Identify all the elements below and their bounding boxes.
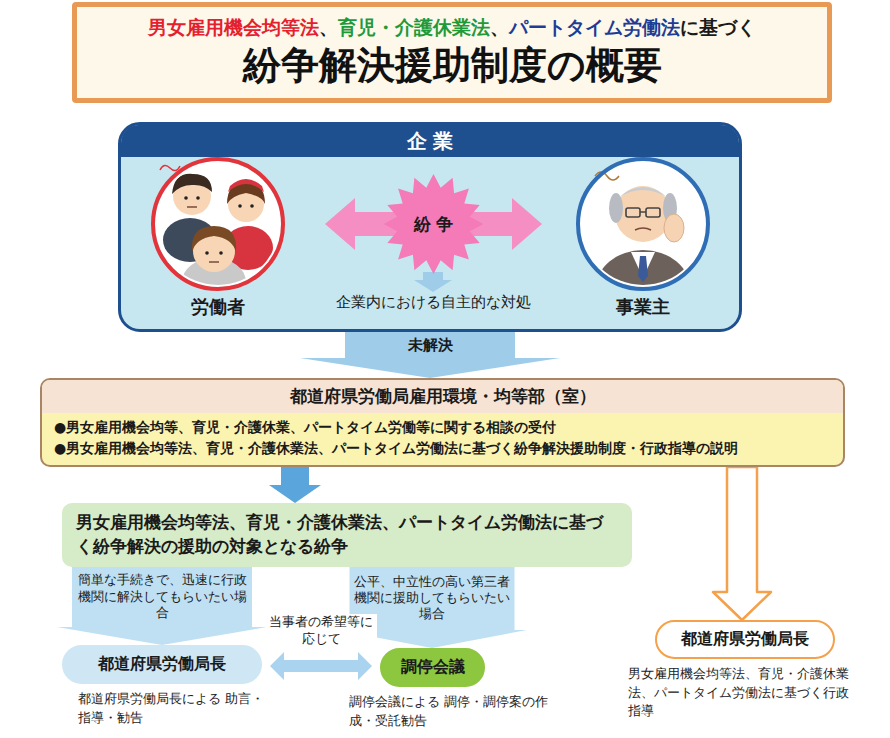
- subtitle-part: 、: [319, 16, 338, 38]
- rounded-box: 調停会議: [380, 648, 485, 687]
- connector-arrow: [57, 567, 267, 645]
- band-header: 企 業: [121, 125, 739, 157]
- band-fill: [119, 123, 741, 331]
- connector-arrow: [269, 467, 321, 503]
- outcome-node: 調停会議調停会議による 調停・調停案の作成・受託勧告: [345, 648, 560, 730]
- burst-shape: [384, 174, 484, 274]
- eye: [219, 251, 223, 255]
- tie: [638, 256, 648, 282]
- mouth: [635, 228, 651, 230]
- subtitle-part: 、: [490, 16, 509, 38]
- rounded-box: 都道府県労働局長: [655, 620, 835, 659]
- bandana: [228, 179, 264, 192]
- box-title: 都道府県労働局長: [663, 629, 827, 650]
- outcome-node: 都道府県労働局長都道府県労働局長による 助言・指導・勧告: [62, 645, 277, 727]
- edge-label: 簡単な手続きで、迅速に行政機関に解決してもらいたい場合: [76, 572, 248, 621]
- bullet-text: ●男女雇用機会均等、育児・介護休業、パートタイム労働等に関する相談の受付: [54, 417, 831, 438]
- circle-fill: [580, 161, 706, 287]
- box-title: 都道府県労働局長: [70, 654, 254, 675]
- man-hair: [172, 174, 212, 194]
- mouth: [209, 261, 219, 263]
- eye: [184, 196, 188, 200]
- glasses-bridge: [640, 211, 646, 213]
- main-title: 紛争解決援助制度の概要: [87, 41, 817, 90]
- employer-face: [615, 186, 671, 242]
- note-label: 企業内における自主的な対処: [300, 293, 566, 313]
- connector-arrow: [713, 467, 771, 620]
- outcome-node: 都道府県労働局長男女雇用機会均等法、育児・介護休業法、パートタイム労働法に基づく…: [628, 620, 860, 721]
- box-title: 調停会議: [388, 657, 477, 678]
- office-title: 都道府県労働局雇用環境・均等部（室）: [50, 385, 835, 408]
- edge-label: 当事者の希望等に応じて: [265, 614, 377, 648]
- office-header: 都道府県労働局雇用環境・均等部（室）: [42, 380, 843, 413]
- title-box: 男女雇用機会均等法、育児・介護休業法、パートタイム労働法に基づく紛争解決援助制度…: [72, 2, 832, 103]
- target-box: 男女雇用機会均等法、育児・介護休業法、パートタイム労働法に基づく紛争解決の援助の…: [62, 503, 632, 567]
- subtitle-line: 男女雇用機会均等法、育児・介護休業法、パートタイム労働法に基づく: [87, 15, 817, 41]
- box-note: 調停会議による 調停・調停案の作成・受託勧告: [345, 693, 560, 731]
- mouth: [187, 206, 197, 208]
- connector-arrow: [300, 332, 560, 378]
- person-label: 事業主: [576, 295, 710, 318]
- box-note: 男女雇用機会均等法、育児・介護休業法、パートタイム労働法に基づく行政指導: [628, 665, 860, 722]
- band-title: 企 業: [121, 125, 739, 157]
- eye: [238, 204, 242, 208]
- office-body: ●男女雇用機会均等、育児・介護休業、パートタイム労働等に関する相談の受付●男女雇…: [42, 413, 843, 465]
- glasses: [626, 208, 640, 217]
- eye: [250, 204, 254, 208]
- subtitle-part: 育児・介護休業法: [338, 16, 490, 38]
- grey-hair: [609, 193, 623, 223]
- subtitle-part: に基づく: [680, 16, 756, 38]
- subtitle-part: 男女雇用機会均等法: [148, 16, 319, 38]
- workers-illustration: [163, 174, 273, 306]
- rounded-box: 都道府県労働局長: [62, 645, 262, 684]
- circle-outline: [576, 157, 710, 291]
- edge-label: 紛 争: [402, 214, 466, 234]
- glasses: [646, 208, 660, 217]
- hand: [664, 214, 684, 242]
- person-circle: 事業主: [576, 157, 710, 318]
- down-arrow: [414, 272, 452, 292]
- eye: [196, 196, 200, 200]
- edge-label: 公平、中立性の高い第三者機関に援助してもらいたい場合: [354, 574, 511, 623]
- circle-outline: [151, 157, 285, 291]
- connector-arrow: [270, 652, 372, 680]
- box-note: 都道府県労働局長による 助言・指導・勧告: [62, 690, 277, 728]
- eye: [205, 251, 209, 255]
- person-label: 労働者: [151, 295, 285, 318]
- circle-fill: [155, 161, 281, 287]
- worry-mark: [595, 172, 619, 180]
- edge-label: 未解決: [349, 336, 511, 355]
- target-text: 男女雇用機会均等法、育児・介護休業法、パートタイム労働法に基づく紛争解決の援助の…: [76, 511, 618, 559]
- woman-hair: [192, 226, 236, 252]
- grey-hair: [618, 187, 668, 198]
- person-circle: 労働者: [151, 157, 285, 318]
- worry-mark: [160, 165, 180, 170]
- bullet-text: ●男女雇用機会均等法、育児・介護休業法、パートタイム労働法に基づく紛争解決援助制…: [54, 438, 831, 459]
- subtitle-part: パートタイム労働法: [509, 16, 680, 38]
- office-box: 都道府県労働局雇用環境・均等部（室） ●男女雇用機会均等、育児・介護休業、パートタ…: [40, 378, 845, 467]
